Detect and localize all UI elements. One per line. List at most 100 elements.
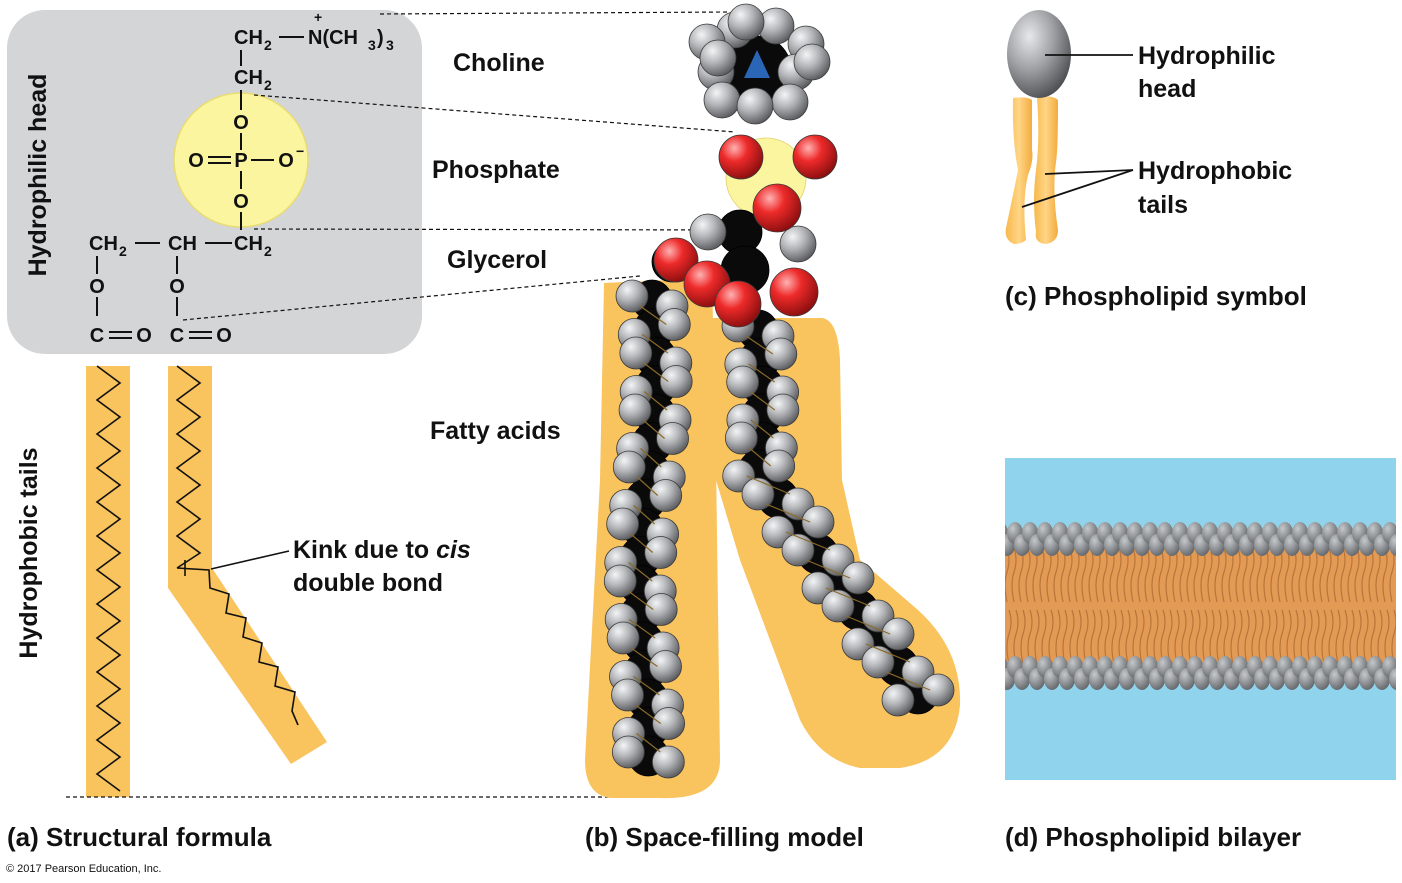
hydrogen-atom bbox=[771, 83, 809, 121]
bilayer-tail-stroke bbox=[1193, 547, 1199, 603]
glycerol-ch2-left: CH bbox=[89, 233, 118, 255]
bilayer-tail-stroke bbox=[1069, 609, 1075, 665]
space-filling-model: Choline Phosphate Glycerol Fatty acids (… bbox=[430, 3, 961, 852]
bilayer-tail-stroke bbox=[1062, 609, 1068, 665]
choline-ch2-b: CH bbox=[234, 67, 263, 89]
kink-label-line1: Kink due to cis bbox=[293, 536, 471, 564]
bilayer-tail-stroke bbox=[1144, 547, 1150, 603]
hydrogen-atom bbox=[606, 507, 640, 541]
bond-trace bbox=[865, 643, 911, 663]
phosphate-charge-minus: − bbox=[296, 143, 304, 159]
bilayer-tail-stroke bbox=[1340, 547, 1346, 603]
bond-trace bbox=[627, 590, 654, 610]
bond-trace bbox=[785, 531, 831, 551]
bond-trace bbox=[825, 587, 871, 607]
bilayer-heads-top bbox=[1005, 522, 1396, 556]
bilayer-tail-stroke bbox=[1048, 609, 1054, 665]
oxygen-atom bbox=[653, 237, 699, 283]
bilayer-tail-stroke bbox=[1389, 547, 1395, 603]
bilayer-tail-stroke bbox=[1039, 547, 1045, 603]
bond-trace bbox=[633, 676, 660, 696]
symbol-tail-pointer-2 bbox=[1021, 169, 1134, 208]
choline-nitrogen: N(CH bbox=[308, 27, 358, 49]
structural-formula: Hydrophilic head Hydrophobic tails CH 2 … bbox=[7, 9, 471, 852]
bond-trace bbox=[636, 476, 659, 496]
bond-trace bbox=[636, 733, 661, 753]
bond-trace bbox=[630, 647, 658, 667]
bilayer-tail-stroke bbox=[1006, 609, 1012, 665]
hydrogen-atom bbox=[611, 678, 644, 712]
bilayer-tail-stroke bbox=[1279, 609, 1285, 665]
hydrogen-atom bbox=[736, 87, 774, 125]
bilayer-tail-stroke bbox=[1251, 609, 1257, 665]
bilayer-tail-stroke bbox=[1314, 609, 1320, 665]
bilayer-tail-stroke bbox=[1286, 609, 1292, 665]
bond-trace bbox=[635, 704, 661, 724]
oxygen-atom bbox=[718, 134, 764, 180]
hydrogen-atom bbox=[689, 213, 727, 251]
hydrophilic-head-label: Hydrophilic head bbox=[24, 74, 52, 277]
phosphate-oxygen-left: O bbox=[188, 150, 204, 172]
label-choline: Choline bbox=[453, 49, 545, 77]
bond-trace bbox=[845, 615, 891, 635]
hydrogen-atom bbox=[618, 393, 652, 427]
hydrogen-atom bbox=[821, 589, 855, 623]
carbonyl-oxygen-left: O bbox=[136, 325, 152, 347]
bilayer-tail-stroke bbox=[1020, 609, 1026, 665]
hydrogen-atom bbox=[766, 393, 800, 427]
copyright-notice: © 2017 Pearson Education, Inc. bbox=[6, 863, 161, 875]
bilayer-tail-stroke bbox=[1111, 609, 1117, 665]
bond-trace bbox=[630, 533, 654, 553]
bilayer-tail-stroke bbox=[1235, 547, 1241, 603]
bilayer-tail-stroke bbox=[1130, 547, 1136, 603]
symbol-label-tails-2: tails bbox=[1138, 191, 1188, 219]
bilayer-tail-stroke bbox=[1055, 609, 1061, 665]
bilayer-tail-stroke bbox=[1081, 547, 1087, 603]
bilayer-tail-stroke bbox=[1335, 609, 1341, 665]
symbol-tail-right bbox=[1034, 96, 1058, 245]
bilayer-tail-stroke bbox=[1207, 547, 1213, 603]
carbonyl-carbon-right: C bbox=[170, 325, 184, 347]
bilayer-tail-stroke bbox=[1244, 609, 1250, 665]
hydrogen-atom bbox=[726, 365, 760, 399]
bilayer-tail-stroke bbox=[1368, 547, 1374, 603]
symbol-head bbox=[1007, 10, 1071, 98]
hydrogen-atom bbox=[656, 422, 689, 455]
bilayer-tail-stroke bbox=[1326, 547, 1332, 603]
bilayer-tail-stroke bbox=[1377, 609, 1383, 665]
bilayer-tail-stroke bbox=[1265, 609, 1271, 665]
hydrogen-atom bbox=[699, 39, 737, 77]
phosphate-oxygen-top: O bbox=[233, 112, 249, 134]
bilayer-tail-stroke bbox=[1221, 547, 1227, 603]
hydrogen-atom bbox=[603, 564, 637, 598]
hydrogen-atom bbox=[659, 365, 693, 398]
symbol-label-head-2: head bbox=[1138, 75, 1196, 103]
bilayer-tail-stroke bbox=[1216, 609, 1222, 665]
unsaturated-tail-zigzag-lower bbox=[176, 567, 299, 726]
choline-n-subscript: 3 bbox=[368, 37, 376, 53]
symbol-label-head-1: Hydrophilic bbox=[1138, 42, 1276, 70]
symbol-label-tails-1: Hydrophobic bbox=[1138, 157, 1292, 185]
carbonyl-oxygen-right: O bbox=[216, 325, 232, 347]
saturated-tail-zigzag bbox=[95, 365, 122, 792]
bond-trace bbox=[628, 562, 653, 582]
phosphate-oxygen-bottom: O bbox=[233, 191, 249, 213]
hydrogen-atom bbox=[619, 336, 653, 370]
bilayer-tail-stroke bbox=[1328, 609, 1334, 665]
choline-charge-plus: + bbox=[314, 9, 322, 25]
bilayer-tail-stroke bbox=[1132, 609, 1138, 665]
connector-phosphate-glycerol bbox=[253, 228, 731, 231]
bond-trace bbox=[628, 619, 656, 639]
bilayer-tail-stroke bbox=[1354, 547, 1360, 603]
choline-ch2-a: CH bbox=[234, 27, 263, 49]
caption-phospholipid-bilayer: (d) Phospholipid bilayer bbox=[1005, 822, 1301, 852]
bilayer-tail-stroke bbox=[1391, 609, 1396, 665]
bilayer-tail-stroke bbox=[1097, 609, 1103, 665]
bilayer-tail-stroke bbox=[1011, 547, 1017, 603]
kink-label-line bbox=[210, 550, 290, 570]
hydrophobic-tails-label: Hydrophobic tails bbox=[15, 447, 43, 658]
bilayer-tail-stroke bbox=[1321, 609, 1327, 665]
bilayer-tail-stroke bbox=[1300, 609, 1306, 665]
bond-trace bbox=[748, 447, 772, 467]
bond-trace bbox=[643, 391, 668, 411]
